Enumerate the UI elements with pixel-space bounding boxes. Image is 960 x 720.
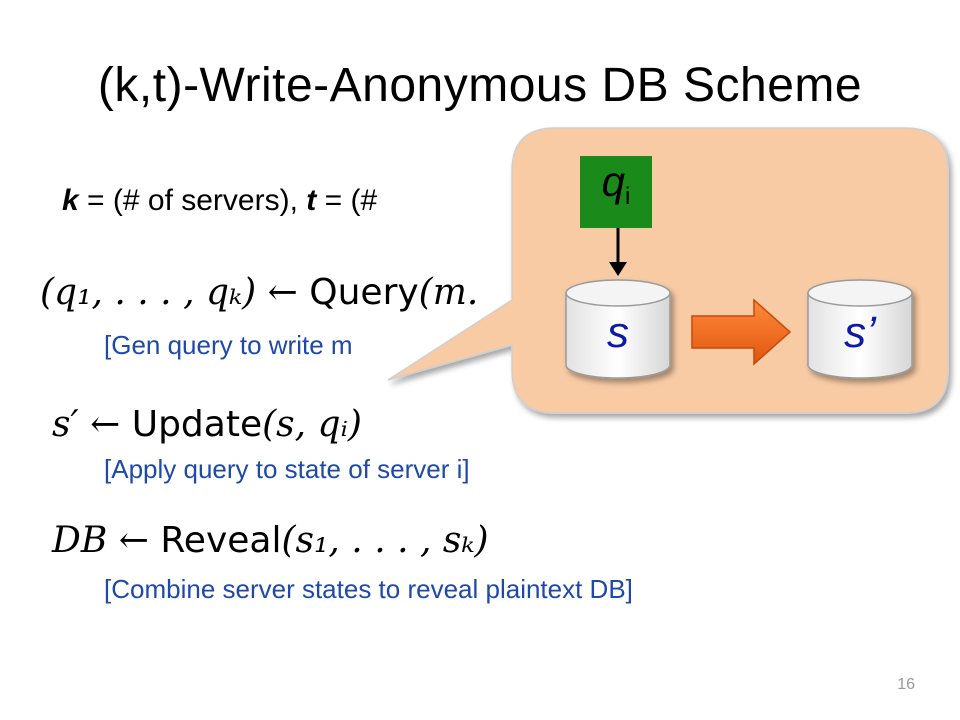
query-arrow: ← bbox=[267, 272, 298, 313]
reveal-args: (s₁, . . . , sₖ) bbox=[281, 520, 489, 561]
reveal-function: Reveal bbox=[160, 520, 282, 561]
update-function: Update bbox=[131, 404, 263, 445]
state-after-label: s’ bbox=[844, 308, 876, 357]
parameter-definitions: k = (# of servers), t = (# bbox=[62, 184, 377, 218]
query-function: Query bbox=[309, 272, 419, 313]
t-variable: t bbox=[306, 184, 317, 217]
reveal-lhs: DB bbox=[52, 520, 108, 561]
page-number: 16 bbox=[897, 676, 915, 693]
update-args: (s, qᵢ) bbox=[262, 404, 362, 445]
state-before-label: s bbox=[607, 308, 629, 357]
query-formula: (q₁, . . . , qₖ) ← Query(m. bbox=[40, 272, 478, 313]
slide-title: (k,t)-Write-Anonymous DB Scheme bbox=[97, 59, 863, 112]
callout-bubble bbox=[387, 127, 949, 414]
k-variable: k bbox=[62, 184, 79, 217]
reveal-arrow: ← bbox=[118, 520, 149, 561]
update-lhs: s′ bbox=[52, 404, 79, 445]
query-description: [Gen query to write m bbox=[104, 330, 353, 360]
query-lhs: (q₁, . . . , qₖ) bbox=[40, 272, 257, 313]
query-args: (m. bbox=[418, 272, 479, 313]
transition-arrow bbox=[691, 298, 792, 366]
reveal-description: [Combine server states to reveal plainte… bbox=[104, 574, 633, 604]
update-description: [Apply query to state of server i] bbox=[104, 454, 470, 484]
t-definition: = (# bbox=[316, 184, 378, 217]
reveal-formula: DB ← Reveal(s₁, . . . , sₖ) bbox=[52, 520, 489, 561]
update-arrow: ← bbox=[90, 404, 121, 445]
query-box-label: qi bbox=[601, 158, 631, 210]
update-formula: s′ ← Update(s, qᵢ) bbox=[52, 404, 362, 445]
query-box: qi bbox=[580, 156, 652, 228]
k-definition: = (# of servers), bbox=[78, 184, 307, 217]
